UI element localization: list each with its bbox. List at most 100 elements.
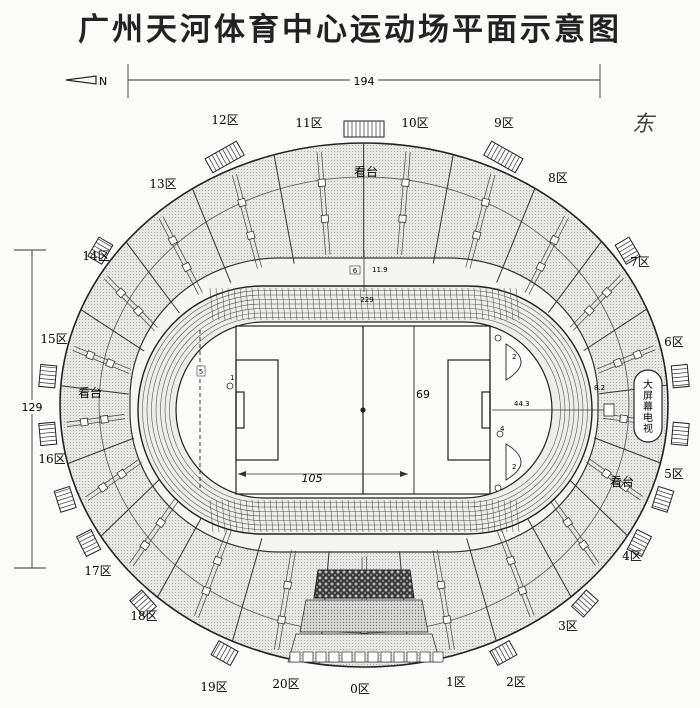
entrance-block xyxy=(210,640,239,667)
hatch-line xyxy=(503,499,508,533)
section-divider xyxy=(496,188,536,283)
hatch-line xyxy=(431,287,436,321)
seat-box xyxy=(302,651,314,663)
vomitory xyxy=(139,539,151,551)
hatch-line xyxy=(257,499,262,533)
vomitory xyxy=(601,286,613,298)
entrance-block xyxy=(38,421,58,447)
aisle-line xyxy=(66,414,125,423)
total-length-label: 194 xyxy=(354,75,375,88)
hatch-line xyxy=(431,499,436,533)
hatch-line xyxy=(263,499,268,533)
section-divider xyxy=(593,437,661,464)
aisle-line xyxy=(553,498,600,564)
hatch-line xyxy=(365,499,370,533)
markers: 6 5 2 2 1 4 xyxy=(196,265,615,492)
vomitory xyxy=(317,178,327,187)
entrance-block xyxy=(38,363,58,389)
hatch-line xyxy=(491,287,496,321)
vomitory xyxy=(245,230,256,241)
aisle-line xyxy=(586,461,641,501)
aisle-line xyxy=(598,349,656,374)
entrance-block xyxy=(614,236,641,265)
hatch-line xyxy=(449,499,454,533)
screen-distance-label: 44.3 xyxy=(514,400,530,408)
hatch-line xyxy=(233,287,238,321)
hatch-line xyxy=(497,499,502,533)
hatch-line xyxy=(395,287,400,321)
hatch-line xyxy=(287,499,292,533)
marker-5: 5 xyxy=(199,368,203,376)
section-divider xyxy=(191,188,232,284)
aisle-line xyxy=(231,174,258,269)
field-length-label: 105 xyxy=(302,472,323,485)
hatch-line xyxy=(209,499,214,533)
hatch-line xyxy=(509,499,514,533)
width-dimension: 129 xyxy=(14,249,46,569)
vomitory xyxy=(201,585,212,596)
hatch-line xyxy=(353,499,358,533)
entrance-block xyxy=(626,528,653,558)
aisle-line xyxy=(573,278,624,331)
aisle-line xyxy=(194,529,228,617)
hatch-line xyxy=(329,287,334,321)
hatch-line xyxy=(221,287,226,321)
screen-offset-label: 8.2 xyxy=(594,384,605,392)
vomitory xyxy=(517,585,528,596)
hatch-line xyxy=(317,499,322,533)
aisle-line xyxy=(436,549,455,650)
zone-label-10: 10区 xyxy=(401,116,428,130)
hatch-line xyxy=(485,499,490,533)
diagram-title: 广州天河体育中心运动场平面示意图 xyxy=(78,12,622,48)
hatch-line xyxy=(311,287,316,321)
hatch-line xyxy=(359,287,364,321)
vomitory xyxy=(181,261,192,273)
vomitory xyxy=(398,214,407,223)
hatch-line xyxy=(239,287,244,321)
aisle-line xyxy=(107,275,158,328)
section-divider xyxy=(157,513,205,598)
stand-label-north: 看台 xyxy=(354,164,378,179)
zone-label-16: 16区 xyxy=(38,452,65,466)
aisle-line xyxy=(103,278,155,331)
hatch-line xyxy=(383,499,388,533)
section-dividers xyxy=(60,142,668,665)
hatch-line xyxy=(341,499,346,533)
hatch-line xyxy=(497,287,502,321)
hatch-line xyxy=(257,287,262,321)
zone-label-2: 2区 xyxy=(506,675,526,689)
hatch-line xyxy=(401,287,406,321)
vomitory xyxy=(116,468,128,480)
vomitory xyxy=(549,234,560,246)
hatch-line xyxy=(449,287,454,321)
seat-box xyxy=(367,651,379,663)
field-width-label: 69 xyxy=(416,388,430,401)
vomitory xyxy=(619,481,631,493)
aisle-line xyxy=(524,215,565,293)
hatch-line xyxy=(413,287,418,321)
hatch-line xyxy=(347,499,352,533)
aisle-line xyxy=(549,500,596,566)
hatch-line xyxy=(407,499,412,533)
section-divider xyxy=(231,538,263,642)
vomitory xyxy=(505,555,516,566)
aisle-line xyxy=(129,498,176,564)
section-divider xyxy=(547,241,602,313)
hatch-line xyxy=(353,287,358,321)
zone-label-14: 14区 xyxy=(82,249,109,263)
entrance-block xyxy=(670,421,690,447)
zone-label-4: 4区 xyxy=(622,549,642,563)
vomitory xyxy=(85,350,96,361)
hatch-line xyxy=(245,499,250,533)
entrance-block xyxy=(204,140,245,174)
hatch-line xyxy=(455,287,460,321)
aisle-line xyxy=(87,462,143,501)
vomitory xyxy=(283,580,293,590)
aisle-line xyxy=(158,218,199,295)
hatch-line xyxy=(251,287,256,321)
zone-label-7: 7区 xyxy=(630,255,650,269)
hatch-line xyxy=(275,499,280,533)
hatch-line xyxy=(227,499,232,533)
zone-label-1: 1区 xyxy=(446,675,466,689)
entrance-block xyxy=(343,120,385,138)
